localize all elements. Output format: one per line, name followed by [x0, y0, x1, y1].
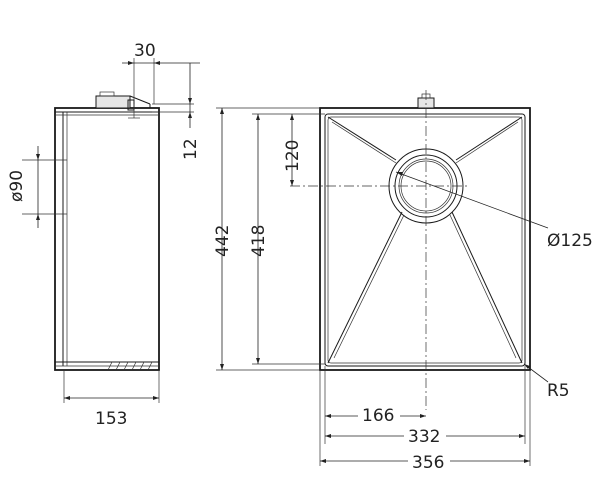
dim-90-label: ø90: [7, 170, 27, 202]
dim-166-label: 166: [362, 406, 394, 426]
dim-125-leader: [395, 171, 549, 229]
plan-outer-rim: [319, 107, 531, 371]
side-tap-fitting: [95, 91, 151, 119]
dim-30-label: 30: [134, 41, 156, 61]
plan-slope-lines: [327, 116, 523, 364]
dim-418-label: 418: [249, 225, 269, 257]
dim-12-label: 12: [181, 138, 201, 160]
side-view: 30 12 ø90 153: [7, 41, 201, 429]
dim-125-label: Ø125: [547, 231, 593, 251]
side-bottom-hatch: [107, 361, 153, 371]
dim-153-label: 153: [95, 409, 127, 429]
plan-inner-bowl-2: [327, 116, 523, 364]
dim-356-label: 356: [412, 453, 444, 473]
plan-view: Ø125 R5 442 418 120 166: [213, 90, 593, 473]
side-body-outline: [54, 107, 160, 371]
plan-inner-bowl: [324, 113, 526, 367]
dim-332-label: 332: [408, 427, 440, 447]
dim-120-label: 120: [283, 140, 303, 172]
dim-442-label: 442: [213, 225, 233, 257]
dim-r5-label: R5: [547, 381, 570, 401]
